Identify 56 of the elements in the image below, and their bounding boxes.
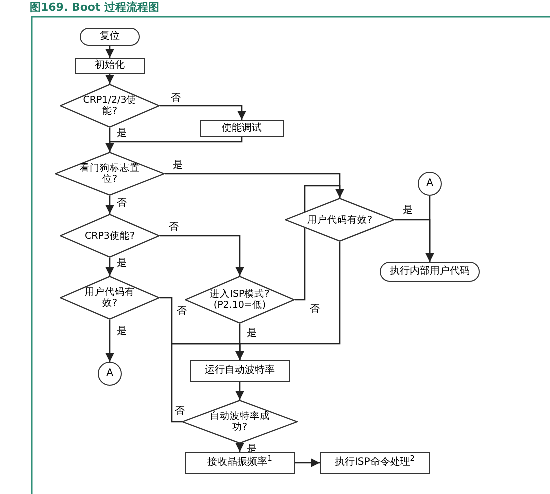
node-label: 用户代码有效? bbox=[84, 287, 136, 309]
node-label: CRP1/2/3使能? bbox=[82, 95, 138, 117]
arrow bbox=[425, 196, 435, 262]
node-label: CRP3使能? bbox=[84, 230, 136, 242]
node-label: A bbox=[426, 178, 434, 190]
decision-diamond bbox=[185, 276, 295, 324]
arrow bbox=[160, 235, 245, 276]
arrow bbox=[105, 46, 115, 58]
terminal-box bbox=[80, 28, 140, 46]
arrow bbox=[235, 382, 245, 400]
edge-label: 是 bbox=[116, 326, 128, 337]
arrow bbox=[295, 185, 345, 301]
arrow bbox=[235, 442, 245, 452]
node-label: 执行内部用户代码 bbox=[390, 266, 470, 278]
node-label: 复位 bbox=[100, 31, 120, 43]
terminal-box bbox=[380, 262, 480, 282]
node-label: 初始化 bbox=[95, 60, 125, 72]
arrow bbox=[105, 74, 115, 84]
edge-label: 否 bbox=[168, 222, 180, 233]
process-box bbox=[200, 120, 284, 137]
decision-diamond bbox=[55, 152, 165, 196]
node-label: 进入ISP模式? (P2.10=低) bbox=[209, 289, 271, 311]
edge-label: 是 bbox=[116, 128, 128, 139]
edge-label: 否 bbox=[116, 198, 128, 209]
node-label: 自动波特率成功? bbox=[208, 411, 271, 433]
decision-diamond bbox=[60, 214, 160, 258]
node-label: A bbox=[106, 368, 114, 380]
edge-label: 是 bbox=[116, 258, 128, 269]
arrow bbox=[105, 258, 115, 276]
edge-label: 否 bbox=[174, 406, 186, 417]
node-label: 运行自动波特率 bbox=[205, 365, 275, 377]
arrow bbox=[171, 343, 245, 423]
arrow bbox=[105, 320, 115, 362]
decision-diamond bbox=[60, 84, 160, 128]
edge-label: 是 bbox=[172, 160, 184, 171]
edge-label: 否 bbox=[170, 93, 182, 104]
arrow bbox=[295, 458, 320, 468]
node-label: 用户代码有效? bbox=[307, 214, 373, 226]
edge-label: 是 bbox=[402, 205, 414, 216]
process-box bbox=[185, 452, 295, 474]
edge-label: 是 bbox=[246, 328, 258, 339]
figure-title: 图169. Boot 过程流程图 bbox=[30, 1, 160, 15]
process-box bbox=[190, 360, 290, 382]
node-label: 看门狗标志置位? bbox=[78, 163, 141, 185]
decision-diamond bbox=[60, 276, 160, 320]
arrow bbox=[105, 137, 243, 152]
process-box bbox=[75, 58, 145, 74]
arrow bbox=[105, 196, 115, 214]
node-label: 接收晶振频率$^{1}$ bbox=[208, 457, 272, 469]
edge-label: 否 bbox=[176, 306, 188, 317]
node-label: 执行ISP命令处理$^{2}$ bbox=[334, 457, 416, 469]
arrow bbox=[160, 105, 247, 120]
node-label: 使能调试 bbox=[222, 122, 262, 134]
process-box bbox=[320, 452, 430, 474]
edge-label: 否 bbox=[309, 304, 321, 315]
decision-diamond bbox=[285, 198, 395, 242]
